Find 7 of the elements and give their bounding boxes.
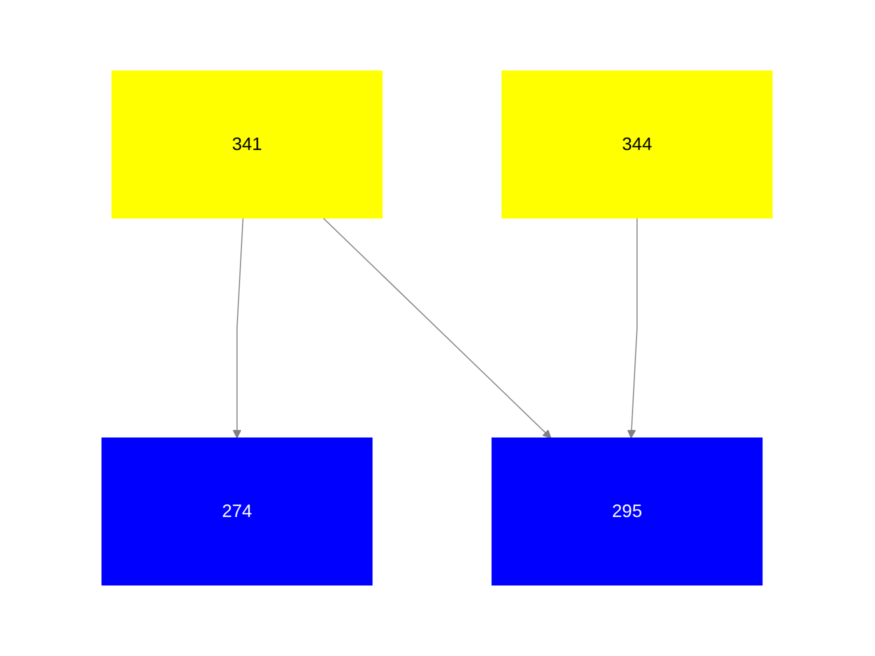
node-box: 295 (492, 438, 764, 586)
arrow (233, 218, 244, 438)
node-box: 341 (112, 70, 383, 218)
arrow (628, 218, 638, 438)
node-box: 274 (102, 438, 373, 586)
node-box: 344 (502, 70, 774, 218)
arrow (323, 218, 552, 438)
